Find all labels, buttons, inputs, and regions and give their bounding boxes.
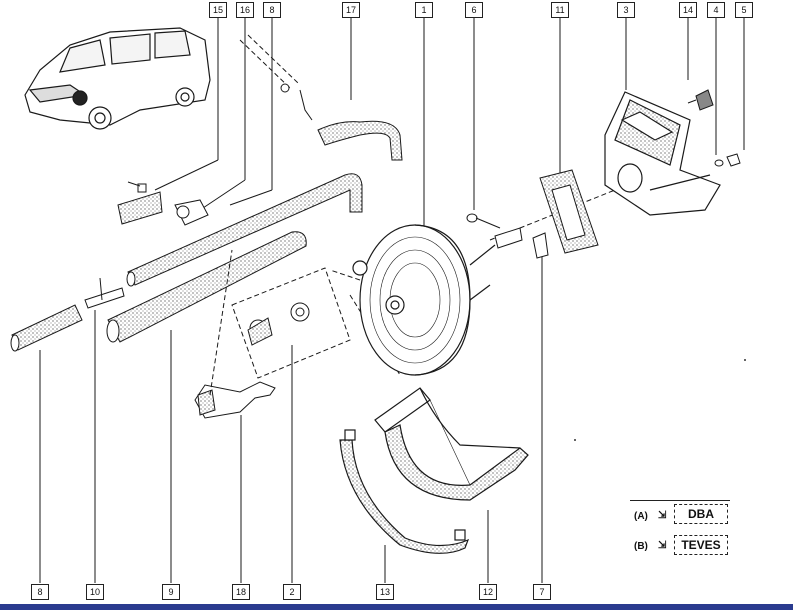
callout-2: 2	[283, 584, 301, 600]
valve-16	[174, 199, 209, 226]
callout-4: 4	[707, 2, 725, 18]
vehicle-illustration	[24, 27, 211, 130]
variant-b-label: TEVES	[674, 535, 728, 555]
callout-6: 6	[465, 2, 483, 18]
clip-15	[117, 181, 163, 225]
variant-legend: (A) ⇲ DBA (B) ⇲ TEVES	[630, 500, 730, 563]
arrow-icon: ⇲	[658, 510, 667, 521]
callout-10: 10	[86, 584, 104, 600]
callout-8-top: 8	[263, 2, 281, 18]
callout-7: 7	[533, 584, 551, 600]
clip-7	[532, 232, 549, 259]
short-hose	[10, 304, 83, 352]
callout-17: 17	[342, 2, 360, 18]
leader-lines	[39, 18, 745, 583]
callout-3: 3	[617, 2, 635, 18]
bottom-bar	[0, 604, 793, 610]
upper-hose	[239, 34, 403, 161]
callout-12: 12	[479, 584, 497, 600]
strap-13	[339, 429, 470, 554]
arrow-icon: ⇲	[658, 540, 667, 551]
check-valve-kit	[231, 267, 351, 379]
callout-13: 13	[376, 584, 394, 600]
callout-9: 9	[162, 584, 180, 600]
variant-a-label: DBA	[674, 504, 728, 524]
bolt-6	[466, 213, 523, 249]
long-hose	[126, 173, 363, 287]
nut-5	[726, 153, 741, 167]
hose-9	[106, 231, 307, 343]
variant-a-key: (A)	[634, 511, 648, 522]
connector-10	[84, 277, 125, 309]
nut-14	[687, 89, 714, 111]
callout-14: 14	[679, 2, 697, 18]
gasket-11	[539, 169, 599, 254]
brake-servo	[352, 224, 496, 376]
callout-11: 11	[551, 2, 569, 18]
heat-shield-12	[374, 387, 529, 501]
callout-1: 1	[415, 2, 433, 18]
variant-b-key: (B)	[634, 541, 648, 552]
callout-15: 15	[209, 2, 227, 18]
callout-8-bottom: 8	[31, 584, 49, 600]
callout-5: 5	[735, 2, 753, 18]
washer-4	[714, 159, 724, 167]
bracket-18	[194, 381, 276, 419]
callout-16: 16	[236, 2, 254, 18]
mounting-bracket-3	[604, 91, 721, 216]
callout-18: 18	[232, 584, 250, 600]
